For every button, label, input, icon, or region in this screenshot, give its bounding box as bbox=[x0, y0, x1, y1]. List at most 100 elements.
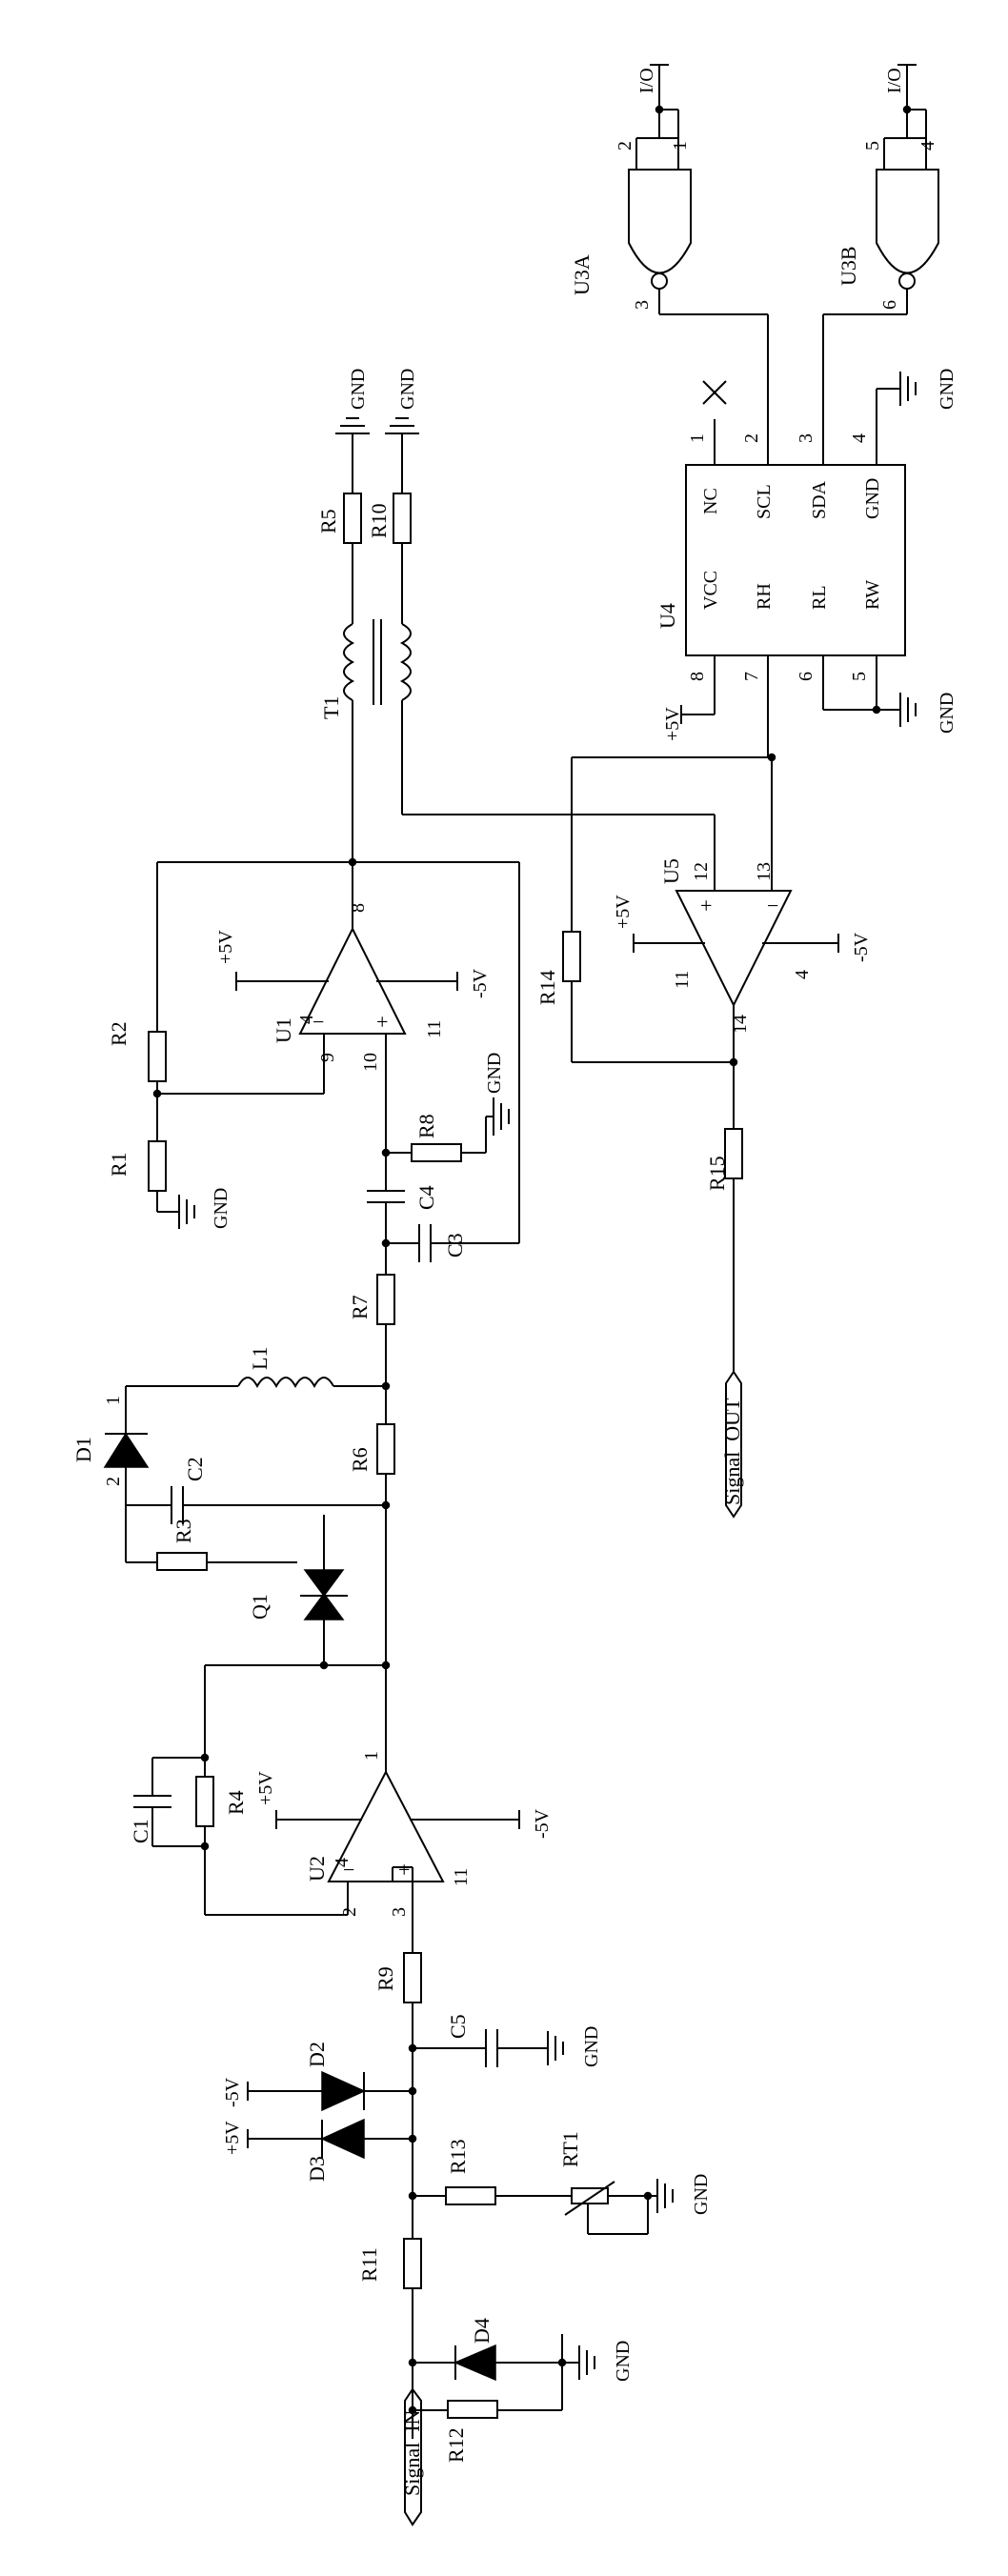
svg-text:+5V: +5V bbox=[222, 2121, 243, 2155]
svg-text:+: + bbox=[700, 894, 712, 917]
svg-text:R12: R12 bbox=[444, 2427, 468, 2463]
svg-text:4: 4 bbox=[296, 1015, 317, 1024]
svg-text:GND: GND bbox=[484, 1053, 505, 1094]
svg-text:4: 4 bbox=[792, 970, 813, 979]
resistor-r12 bbox=[448, 2401, 497, 2418]
svg-text:-5V: -5V bbox=[222, 2077, 243, 2107]
svg-text:4: 4 bbox=[917, 141, 938, 151]
svg-text:GND: GND bbox=[937, 693, 958, 734]
svg-text:10: 10 bbox=[360, 1053, 381, 1072]
svg-text:8: 8 bbox=[348, 903, 369, 913]
inductor-l1 bbox=[238, 1378, 333, 1386]
svg-text:7: 7 bbox=[741, 672, 762, 681]
svg-text:U2: U2 bbox=[305, 1856, 329, 1882]
resistor-r1 bbox=[149, 1141, 166, 1191]
svg-text:-5V: -5V bbox=[470, 968, 491, 998]
svg-text:RL: RL bbox=[809, 585, 830, 610]
resistor-r5 bbox=[344, 493, 361, 543]
svg-text:D2: D2 bbox=[305, 2042, 329, 2067]
svg-text:11: 11 bbox=[424, 1020, 445, 1038]
svg-text:5: 5 bbox=[849, 672, 870, 681]
svg-text:2: 2 bbox=[741, 433, 762, 443]
svg-text:1: 1 bbox=[361, 1751, 382, 1761]
svg-text:+5V: +5V bbox=[662, 707, 683, 741]
resistor-r9 bbox=[404, 1953, 421, 2002]
svg-text:R10: R10 bbox=[367, 503, 391, 538]
svg-text:T1: T1 bbox=[319, 696, 343, 719]
svg-text:3: 3 bbox=[389, 1907, 410, 1917]
svg-text:R14: R14 bbox=[535, 970, 559, 1005]
svg-text:1: 1 bbox=[687, 433, 708, 443]
svg-text:3: 3 bbox=[632, 300, 653, 310]
svg-text:R4: R4 bbox=[224, 1790, 248, 1815]
svg-text:C2: C2 bbox=[183, 1457, 207, 1481]
svg-text:+: + bbox=[398, 1858, 410, 1882]
svg-text:6: 6 bbox=[796, 672, 816, 681]
svg-text:5: 5 bbox=[862, 141, 883, 151]
u5-opamp-section: + − 12 13 11 4 14 U5 +5V -5V R14 R15 Sig… bbox=[535, 755, 872, 1518]
transformer-t1 bbox=[344, 624, 353, 700]
resistor-r4 bbox=[196, 1777, 213, 1826]
svg-text:L1: L1 bbox=[248, 1347, 272, 1370]
nand-gates: I/O 2 1 3 U3A I/O 5 4 6 U3B bbox=[570, 65, 938, 314]
svg-text:GND: GND bbox=[211, 1188, 232, 1229]
svg-text:NC: NC bbox=[700, 488, 721, 514]
svg-text:R13: R13 bbox=[446, 2139, 470, 2174]
diode-d1 bbox=[105, 1434, 148, 1467]
svg-text:2: 2 bbox=[615, 141, 635, 151]
svg-text:C5: C5 bbox=[446, 2014, 470, 2039]
triac-q1 bbox=[305, 1570, 343, 1596]
svg-text:D3: D3 bbox=[305, 2156, 329, 2182]
svg-text:4: 4 bbox=[332, 1858, 353, 1867]
svg-text:4: 4 bbox=[849, 433, 870, 443]
input-section: Signal_IN R12 D4 GND R11 R13 RT1 GND bbox=[222, 1867, 712, 2525]
svg-text:U1: U1 bbox=[272, 1017, 295, 1043]
svg-text:8: 8 bbox=[687, 672, 708, 681]
svg-text:D4: D4 bbox=[470, 2318, 494, 2344]
diode-d4 bbox=[455, 2345, 495, 2380]
svg-text:−: − bbox=[767, 894, 778, 917]
diode-d3 bbox=[322, 2120, 364, 2158]
svg-text:R5: R5 bbox=[316, 509, 340, 533]
svg-text:11: 11 bbox=[672, 971, 693, 989]
svg-text:I/O: I/O bbox=[884, 68, 905, 93]
svg-text:-5V: -5V bbox=[851, 932, 872, 962]
nand-gate-u3a bbox=[629, 170, 691, 273]
svg-text:GND: GND bbox=[397, 369, 418, 410]
svg-text:RH: RH bbox=[754, 583, 775, 610]
svg-text:R15: R15 bbox=[705, 1156, 729, 1191]
svg-text:GND: GND bbox=[691, 2174, 712, 2215]
svg-text:C4: C4 bbox=[414, 1185, 438, 1210]
svg-text:U3A: U3A bbox=[570, 254, 594, 295]
svg-text:U4: U4 bbox=[655, 603, 679, 629]
svg-text:SCL: SCL bbox=[754, 484, 775, 519]
svg-text:GND: GND bbox=[613, 2341, 634, 2382]
resistor-r14 bbox=[563, 932, 580, 981]
svg-text:C3: C3 bbox=[443, 1233, 467, 1258]
svg-text:1: 1 bbox=[103, 1396, 124, 1405]
svg-text:12: 12 bbox=[691, 862, 712, 881]
diode-d2 bbox=[322, 2072, 364, 2110]
q1-d1-l1-section: Q1 R3 C2 D1 1 2 L1 R6 R7 bbox=[71, 1243, 394, 1669]
svg-text:6: 6 bbox=[879, 300, 900, 310]
svg-text:GND: GND bbox=[348, 369, 369, 410]
resistor-r11 bbox=[404, 2239, 421, 2288]
u1-opamp-section: C3 C4 R8 GND + − 8 4 9 10 11 U1 +5V -5V … bbox=[107, 700, 519, 1262]
nand-gate-u3b bbox=[877, 170, 938, 273]
svg-text:U3B: U3B bbox=[837, 246, 860, 286]
svg-text:C1: C1 bbox=[129, 1819, 152, 1843]
svg-text:R11: R11 bbox=[357, 2247, 381, 2282]
svg-text:+5V: +5V bbox=[613, 895, 634, 929]
resistor-r6 bbox=[377, 1424, 394, 1474]
svg-text:SDA: SDA bbox=[809, 480, 830, 519]
resistor-r13 bbox=[446, 2187, 495, 2204]
resistor-r7 bbox=[377, 1275, 394, 1324]
svg-text:I/O: I/O bbox=[636, 68, 657, 93]
svg-text:+: + bbox=[376, 1010, 388, 1034]
u4-digital-pot: U4 NC SCL SDA GND VCC RH RL RW 1 2 3 4 8… bbox=[655, 314, 958, 757]
svg-text:R8: R8 bbox=[414, 1114, 438, 1138]
resistor-r2 bbox=[149, 1032, 166, 1081]
svg-text:Q1: Q1 bbox=[248, 1594, 272, 1620]
resistor-r3 bbox=[157, 1553, 207, 1570]
